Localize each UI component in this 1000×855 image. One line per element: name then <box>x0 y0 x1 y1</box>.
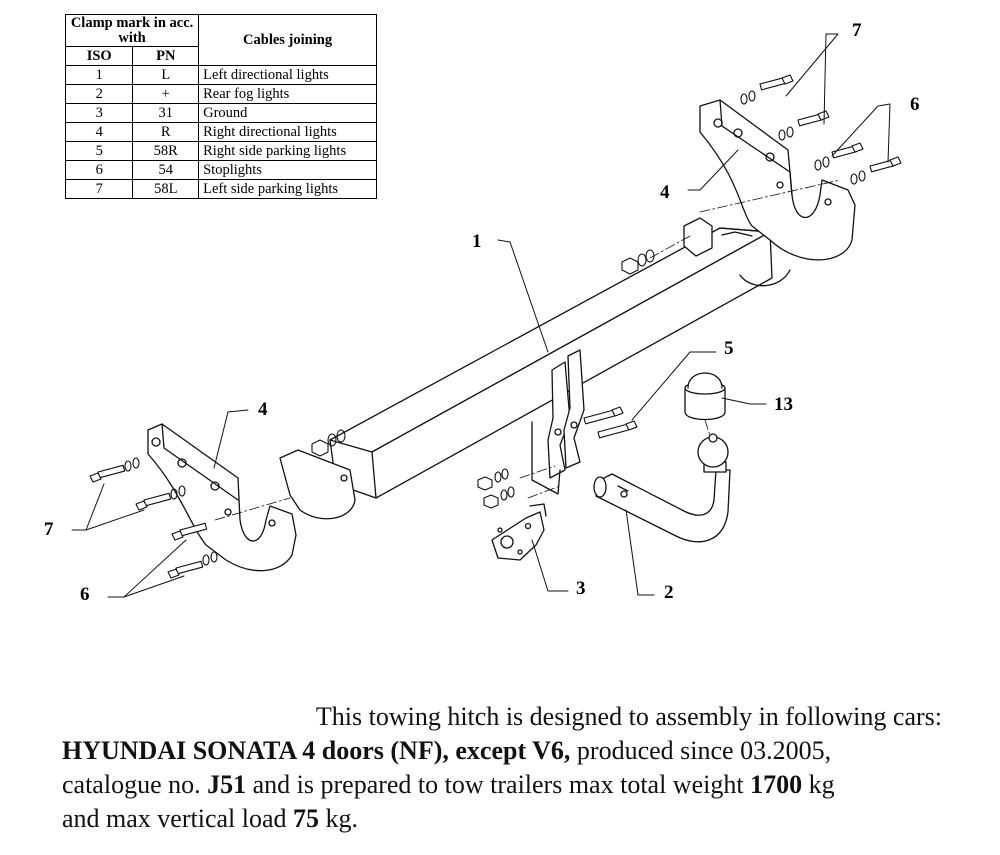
note-line-intro: This towing hitch is designed to assembl… <box>315 702 942 731</box>
application-note: This towing hitch is designed to assembl… <box>62 700 942 836</box>
table-row: 2 + Rear fog lights <box>64 84 377 104</box>
cell-pn: 58L <box>132 179 200 199</box>
label-socket-plate: 3 <box>576 578 586 599</box>
ball-cover-part-13 <box>684 372 726 421</box>
assembly-axes <box>214 179 841 521</box>
note-kg2: kg. <box>319 804 359 833</box>
note-catalogue-prefix: catalogue no. <box>62 770 208 799</box>
note-vertical-load: 75 <box>293 804 320 833</box>
cell-pn: R <box>132 122 200 142</box>
note-line-model: HYUNDAI SONATA 4 doors (NF), except V6, … <box>62 734 942 768</box>
cell-cable: Left directional lights <box>198 65 377 85</box>
cell-iso: 3 <box>64 103 134 123</box>
wiring-table: Clamp mark in acc. with Cables joining I… <box>64 14 377 199</box>
label-bolts-left: 6 <box>80 584 90 605</box>
cell-cable: Stoplights <box>198 160 377 180</box>
header-iso: ISO <box>64 46 134 66</box>
table-row: 1 L Left directional lights <box>64 65 377 85</box>
note-model: HYUNDAI SONATA 4 doors (NF), except V6, <box>62 736 571 765</box>
note-line-catalogue: catalogue no. J51 and is prepared to tow… <box>62 768 942 802</box>
note-vertical-prefix: and max vertical load <box>62 804 294 833</box>
cell-cable: Left side parking lights <box>198 179 377 199</box>
cell-pn: 31 <box>132 103 200 123</box>
label-bolts-right: 6 <box>910 94 920 115</box>
socket-plate-part-3 <box>491 503 547 561</box>
note-catalogue-no: J51 <box>207 770 247 799</box>
note-produced: produced since 03.2005, <box>570 736 832 765</box>
ball-mount-plates <box>531 349 585 495</box>
note-tow-text: and is prepared to tow trailers max tota… <box>246 770 751 799</box>
right-side-bracket <box>683 99 856 287</box>
table-row: 3 31 Ground <box>64 103 377 123</box>
fasteners <box>89 74 902 579</box>
cell-pn: + <box>132 84 200 104</box>
label-tow-ball-arm: 2 <box>664 582 674 603</box>
leader-lines <box>71 33 891 598</box>
table-row: 7 58L Left side parking lights <box>64 179 377 199</box>
note-line-vertical: and max vertical load 75 kg. <box>62 802 942 836</box>
cell-iso: 2 <box>64 84 134 104</box>
cell-pn: 58R <box>132 141 200 161</box>
cell-iso: 1 <box>64 65 134 85</box>
label-bracket-right: 4 <box>660 182 670 203</box>
table-row: 5 58R Right side parking lights <box>64 141 377 161</box>
cell-iso: 5 <box>64 141 134 161</box>
table-row: 4 R Right directional lights <box>64 122 377 142</box>
label-bolts-right-top: 7 <box>852 20 862 41</box>
cell-iso: 4 <box>64 122 134 142</box>
cell-pn: 54 <box>132 160 200 180</box>
cell-iso: 6 <box>64 160 134 180</box>
tow-ball-arm-part-2 <box>593 433 731 543</box>
part-labels: 1 4 4 7 6 7 6 5 13 3 2 <box>44 20 920 605</box>
hitch-exploded-drawing: 1 4 4 7 6 7 6 5 13 3 2 <box>44 20 920 605</box>
cell-pn: L <box>132 65 200 85</box>
label-arm-bolts: 5 <box>724 338 734 359</box>
left-side-bracket <box>147 423 356 572</box>
header-clamp-mark: Clamp mark in acc. with <box>64 14 200 47</box>
cell-cable: Right directional lights <box>198 122 377 142</box>
table-row: 6 54 Stoplights <box>64 160 377 180</box>
label-bolts-left-top: 7 <box>44 519 54 540</box>
label-ball-cover: 13 <box>774 394 793 415</box>
label-bracket-left: 4 <box>258 399 268 420</box>
cell-iso: 7 <box>64 179 134 199</box>
label-crossbar: 1 <box>472 231 482 252</box>
header-cables-joining: Cables joining <box>198 14 377 66</box>
cell-cable: Ground <box>198 103 377 123</box>
header-pn: PN <box>132 46 200 66</box>
note-kg1: kg <box>802 770 835 799</box>
cell-cable: Rear fog lights <box>198 84 377 104</box>
note-max-weight: 1700 <box>750 770 803 799</box>
cell-cable: Right side parking lights <box>198 141 377 161</box>
